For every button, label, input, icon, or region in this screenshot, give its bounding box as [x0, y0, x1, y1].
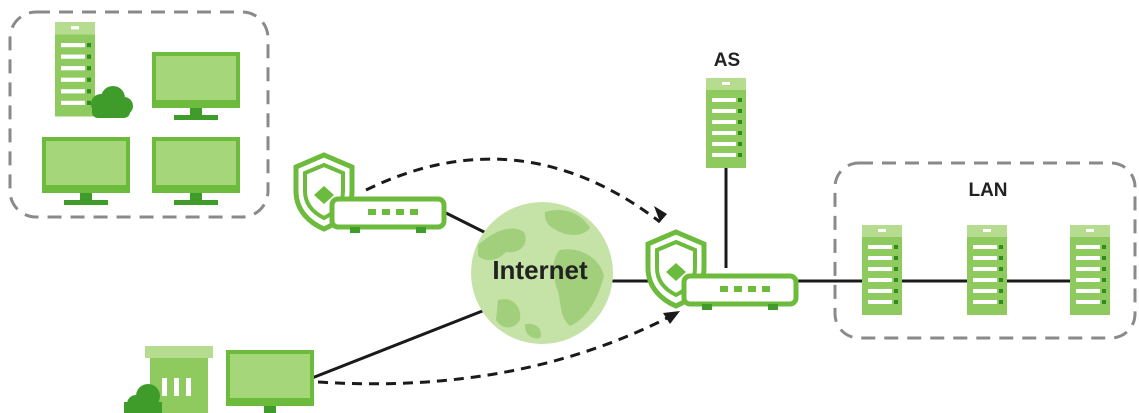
- remote-site-group: [8, 10, 270, 219]
- vpn-arrow-user: [663, 311, 680, 324]
- lan-group: [833, 161, 1137, 340]
- server-cloud-icon: [55, 22, 133, 118]
- monitor-icon: [226, 350, 314, 413]
- vpn-tunnel-user: [317, 312, 676, 386]
- globe-icon: [471, 202, 613, 344]
- monitor-icon: [42, 137, 130, 205]
- security-gateway-icon: [296, 155, 444, 233]
- building-cloud-icon: [124, 346, 213, 413]
- link-user-internet: [311, 306, 491, 380]
- monitor-icon: [152, 52, 240, 120]
- server-icon: [1070, 225, 1110, 315]
- server-icon: [862, 225, 902, 315]
- lan-label: LAN: [968, 180, 1007, 201]
- security-gateway-icon: [648, 232, 796, 310]
- vpn-tunnel-site: [365, 157, 661, 224]
- vpn-arrow-site: [654, 206, 667, 222]
- monitor-icon: [152, 137, 240, 205]
- as-label: AS: [714, 50, 740, 71]
- server-icon: [706, 78, 746, 168]
- internet-label: Internet: [492, 255, 588, 285]
- server-icon: [967, 225, 1007, 315]
